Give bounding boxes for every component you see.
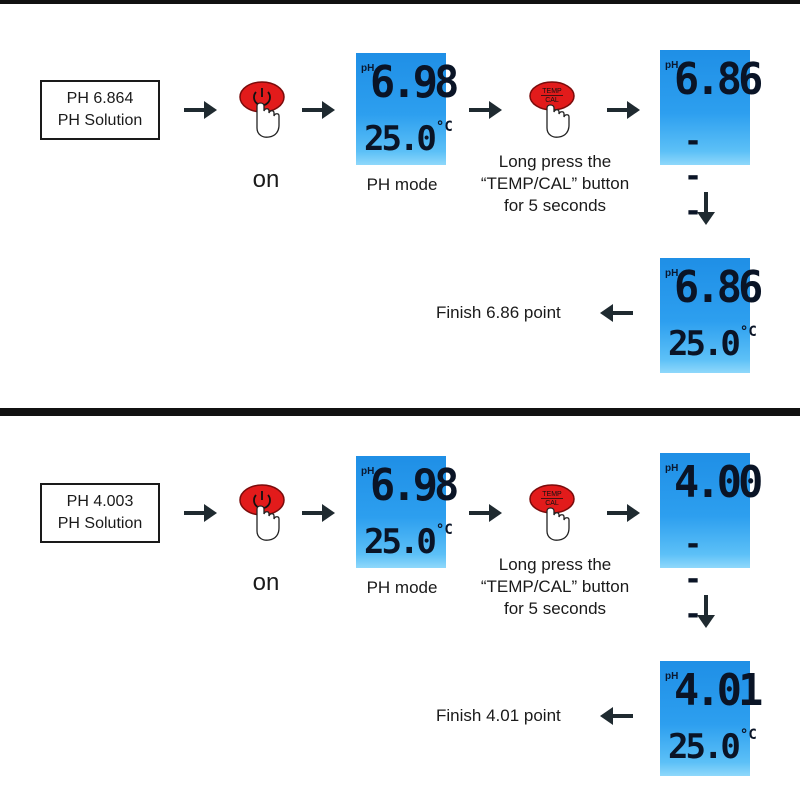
ph-tag: pH [665,268,679,279]
dashes: - - - [684,124,707,229]
solution-box: PH 6.864 PH Solution [40,80,160,140]
arrow-right-icon [302,101,335,119]
on-label: on [252,166,280,193]
solution-line1: PH 4.003 [66,493,134,510]
finish-label: Finish 6.86 point [436,303,561,322]
arrow-left-icon [600,304,633,322]
temperature-unit: °C [435,119,453,135]
arrow-right-icon [184,504,217,522]
instruction-line3: for 5 seconds [503,196,607,215]
ph-tag: pH [665,60,679,71]
arrow-down-icon [697,192,715,225]
power-button-hand-icon[interactable] [237,80,287,140]
arrow-right-icon [302,504,335,522]
temperature-readout: 25.0°C [364,119,453,159]
temperature-value: 25.0 [668,727,741,767]
lcd-finish-display: pH 4.01 25.0°C [660,661,763,776]
instruction-line2: “TEMP/CAL” button [480,174,630,193]
arrow-left-icon [600,707,633,725]
temperature-value: 25.0 [364,119,437,159]
arrow-right-icon [607,101,640,119]
temp-cal-button-hand-icon[interactable]: TEMP CAL [527,483,577,543]
panel-divider [0,408,800,416]
cal-label: CAL [545,97,559,104]
solution-line1: PH 6.864 [66,90,134,107]
dashes: - - - [684,527,707,632]
lcd-ph-mode-display: pH 6.98 25.0°C [356,456,459,568]
ph-tag: pH [665,463,679,474]
mode-label: PH mode [366,175,438,194]
power-button-hand-icon[interactable] [237,483,287,543]
ph-value: 4.01 [674,665,763,716]
lcd-calibration-display: pH 4.00 - - - [660,453,763,632]
cal-label: CAL [545,500,559,507]
ph-tag: pH [361,466,375,477]
finish-label: Finish 4.01 point [436,706,561,725]
solution-box: PH 4.003 PH Solution [40,483,160,543]
temperature-readout: 25.0°C [668,727,757,767]
temp-label: TEMP [542,491,562,498]
ph-tag: pH [361,63,375,74]
instruction-line3: for 5 seconds [503,599,607,618]
instruction-line1: Long press the [498,555,612,574]
arrow-right-icon [607,504,640,522]
ph-value: 4.00 [674,457,763,508]
calibration-panel-2: PH 4.003 PH Solution on pH 6.98 25.0°C P… [0,403,800,793]
calibration-panel-1: PH 6.864 PH Solution on pH 6.98 25.0°C P… [0,0,800,390]
lcd-finish-display: pH 6.86 25.0°C [660,258,763,373]
arrow-right-icon [469,504,502,522]
solution-line2: PH Solution [57,112,143,129]
arrow-right-icon [184,101,217,119]
ph-value: 6.86 [674,262,763,313]
instruction-line1: Long press the [498,152,612,171]
temperature-unit: °C [739,324,757,340]
lcd-calibration-display: pH 6.86 - - - [660,50,763,229]
on-label: on [252,569,280,596]
ph-tag: pH [665,671,679,682]
solution-line2: PH Solution [57,515,143,532]
temperature-readout: 25.0°C [364,522,453,562]
temp-cal-button-hand-icon[interactable]: TEMP CAL [527,80,577,140]
temperature-value: 25.0 [668,324,741,364]
ph-value: 6.98 [370,57,459,108]
temp-label: TEMP [542,88,562,95]
instruction-line2: “TEMP/CAL” button [480,577,630,596]
top-border [0,0,800,4]
temperature-readout: 25.0°C [668,324,757,364]
arrow-down-icon [697,595,715,628]
ph-value: 6.98 [370,460,459,511]
lcd-ph-mode-display: pH 6.98 25.0°C [356,53,459,165]
ph-value: 6.86 [674,54,763,105]
temperature-unit: °C [739,727,757,743]
arrow-right-icon [469,101,502,119]
temperature-unit: °C [435,522,453,538]
temperature-value: 25.0 [364,522,437,562]
mode-label: PH mode [366,578,438,597]
